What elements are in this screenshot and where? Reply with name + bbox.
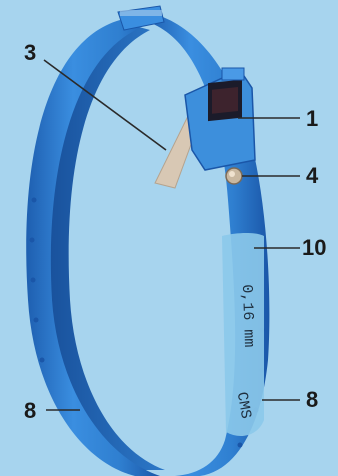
callout-8-right: 8: [306, 387, 318, 412]
band-size-text: 0,16 mm: [238, 284, 257, 348]
callout-4: 4: [306, 163, 319, 188]
top-tab-edge: [120, 10, 162, 16]
callout-10: 10: [302, 235, 326, 260]
callout-8-left: 8: [24, 398, 36, 423]
top-tab: [118, 6, 164, 30]
callout-1: 1: [306, 106, 318, 131]
callout-3: 3: [24, 40, 36, 65]
buckle-housing: [185, 68, 255, 170]
